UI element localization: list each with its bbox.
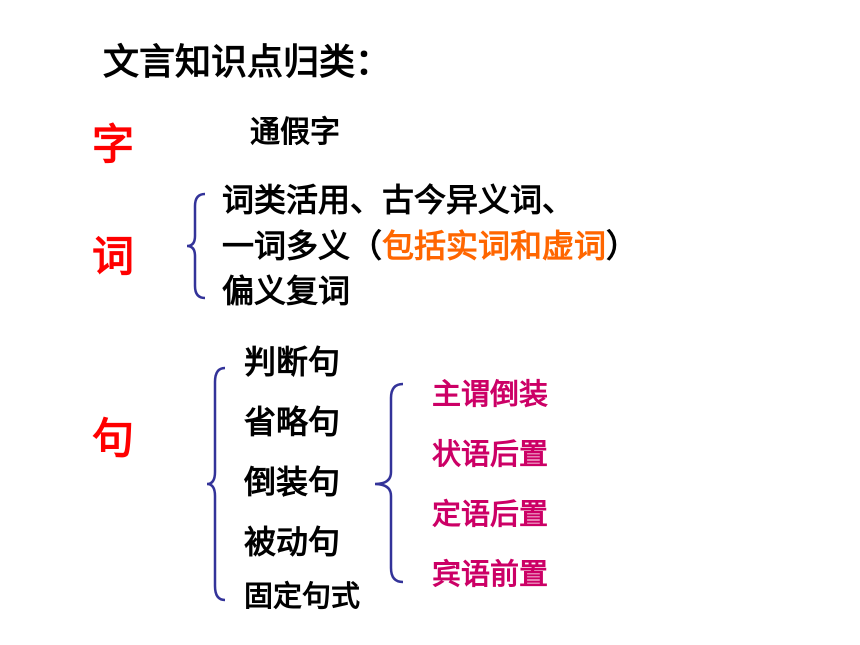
- ju-item-gudingjushi: 固定句式: [244, 579, 361, 613]
- ci-brace-icon: [186, 192, 206, 300]
- category-ju-label: 句: [92, 414, 135, 463]
- ju-item-shengleju: 省略句: [244, 403, 341, 441]
- ju-brace-icon: [206, 366, 226, 602]
- category-ci-label: 词: [92, 232, 135, 281]
- ci-line-2-suffix: ）: [606, 227, 639, 265]
- zi-item-tongjiazi: 通假字: [250, 115, 340, 150]
- page-title: 文言知识点归类：: [103, 42, 392, 83]
- ci-line-3: 偏义复词: [222, 272, 351, 310]
- ci-line-2-highlight: 包括实词和虚词: [382, 227, 607, 265]
- inversion-type-zhuangyu: 状语后置: [432, 437, 549, 471]
- ci-line-2-prefix: 一词多义（: [222, 227, 383, 265]
- inversion-type-dingyu: 定语后置: [432, 497, 549, 531]
- ju-item-beidongju: 被动句: [244, 523, 341, 561]
- inversion-type-zhuwei: 主谓倒装: [432, 377, 549, 411]
- ju-item-panduanju: 判断句: [244, 343, 341, 381]
- category-zi-label: 字: [92, 120, 135, 169]
- ci-line-1: 词类活用、古今异义词、: [222, 181, 575, 219]
- ci-line-2: 一词多义（包括实词和虚词）: [222, 230, 638, 262]
- ju-item-daozhuangju: 倒装句: [244, 463, 341, 501]
- inversion-brace-icon: [374, 382, 404, 584]
- inversion-type-binyu: 宾语前置: [432, 557, 549, 591]
